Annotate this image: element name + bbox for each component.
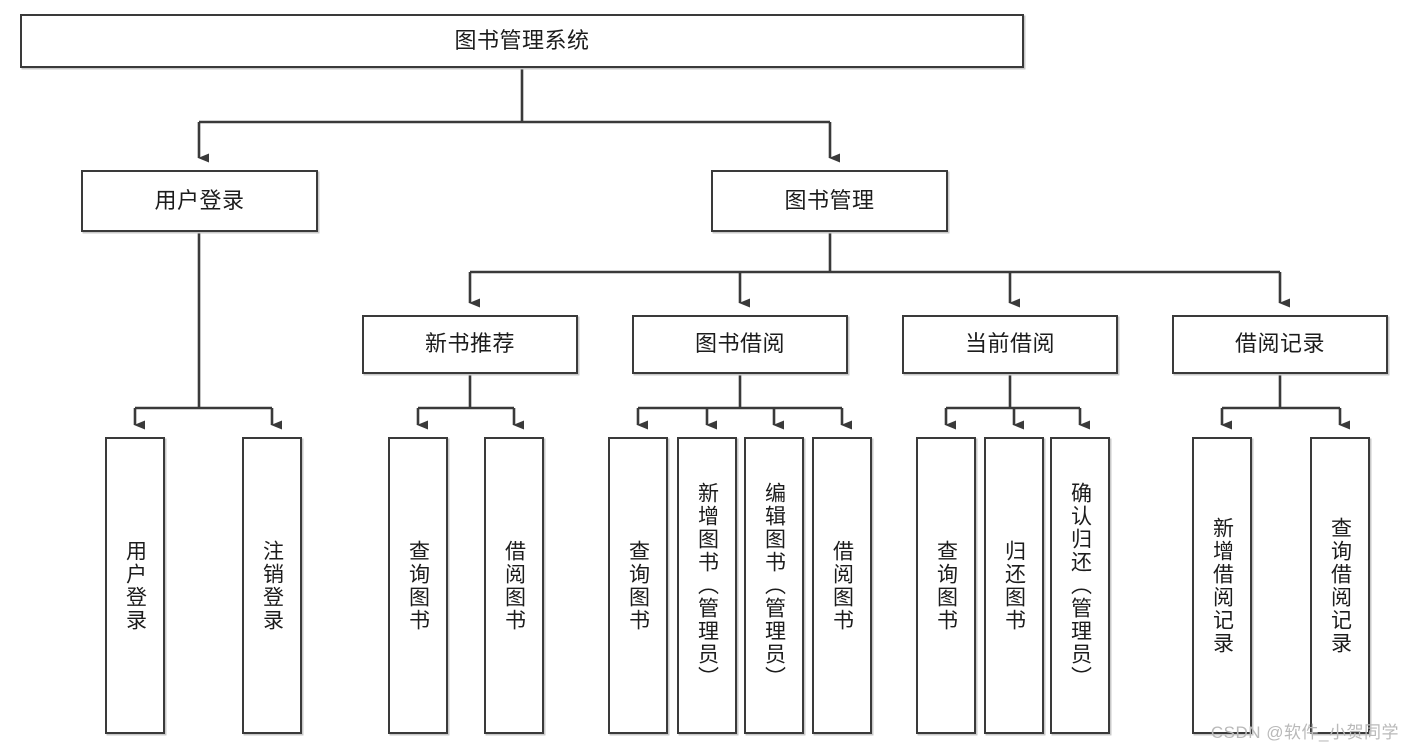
edges-newbook-to-leaves xyxy=(416,374,524,430)
node-label: 新增借阅记录 xyxy=(1210,516,1234,655)
node-leaf-confirm-return[interactable]: 确认归还（管理员） xyxy=(1050,437,1110,734)
node-borrow-record[interactable]: 借阅记录 xyxy=(1172,315,1388,374)
node-label: 确认归还（管理员） xyxy=(1068,482,1092,689)
node-label: 图书管理系统 xyxy=(454,27,590,53)
node-leaf-borrow-book-1[interactable]: 借阅图书 xyxy=(484,437,544,734)
edges-bookmanage-to-level3 xyxy=(468,232,1290,308)
node-root-system[interactable]: 图书管理系统 xyxy=(20,14,1024,68)
node-leaf-return-book[interactable]: 归还图书 xyxy=(984,437,1044,734)
node-new-book-recommend[interactable]: 新书推荐 xyxy=(362,315,578,374)
node-leaf-query-book-1[interactable]: 查询图书 xyxy=(388,437,448,734)
node-label: 借阅记录 xyxy=(1234,331,1325,357)
node-leaf-logout[interactable]: 注销登录 xyxy=(242,437,302,734)
node-label: 查询图书 xyxy=(406,539,430,632)
node-book-manage[interactable]: 图书管理 xyxy=(711,170,948,232)
edges-borrowrecord-to-leaves xyxy=(1220,374,1350,430)
node-label: 注销登录 xyxy=(260,539,284,632)
node-label: 查询图书 xyxy=(626,539,650,632)
node-leaf-query-book-2[interactable]: 查询图书 xyxy=(608,437,668,734)
edges-currentborrow-to-leaves xyxy=(944,374,1090,430)
node-current-borrow[interactable]: 当前借阅 xyxy=(902,315,1118,374)
node-label: 归还图书 xyxy=(1002,539,1026,632)
node-label: 编辑图书（管理员） xyxy=(762,482,786,689)
node-leaf-borrow-book-2[interactable]: 借阅图书 xyxy=(812,437,872,734)
node-label: 新书推荐 xyxy=(424,331,515,357)
node-leaf-user-login[interactable]: 用户登录 xyxy=(105,437,165,734)
node-user-login[interactable]: 用户登录 xyxy=(81,170,318,232)
node-leaf-add-book[interactable]: 新增图书（管理员） xyxy=(677,437,737,734)
node-label: 新增图书（管理员） xyxy=(695,482,719,689)
node-leaf-query-record[interactable]: 查询借阅记录 xyxy=(1310,437,1370,734)
node-label: 图书管理 xyxy=(784,187,875,213)
edges-userlogin-to-leaves xyxy=(133,232,282,430)
node-leaf-edit-book[interactable]: 编辑图书（管理员） xyxy=(744,437,804,734)
node-label: 用户登录 xyxy=(123,539,147,632)
node-leaf-query-book-3[interactable]: 查询图书 xyxy=(916,437,976,734)
node-book-borrow[interactable]: 图书借阅 xyxy=(632,315,848,374)
node-label: 当前借阅 xyxy=(964,331,1055,357)
node-leaf-add-record[interactable]: 新增借阅记录 xyxy=(1192,437,1252,734)
node-label: 查询图书 xyxy=(934,539,958,632)
edges-root-to-level2 xyxy=(197,68,840,163)
node-label: 借阅图书 xyxy=(502,539,526,632)
edges-bookborrow-to-leaves xyxy=(636,374,852,430)
node-label: 图书借阅 xyxy=(694,331,785,357)
node-label: 用户登录 xyxy=(154,187,245,213)
node-label: 借阅图书 xyxy=(830,539,854,632)
node-label: 查询借阅记录 xyxy=(1328,516,1352,655)
